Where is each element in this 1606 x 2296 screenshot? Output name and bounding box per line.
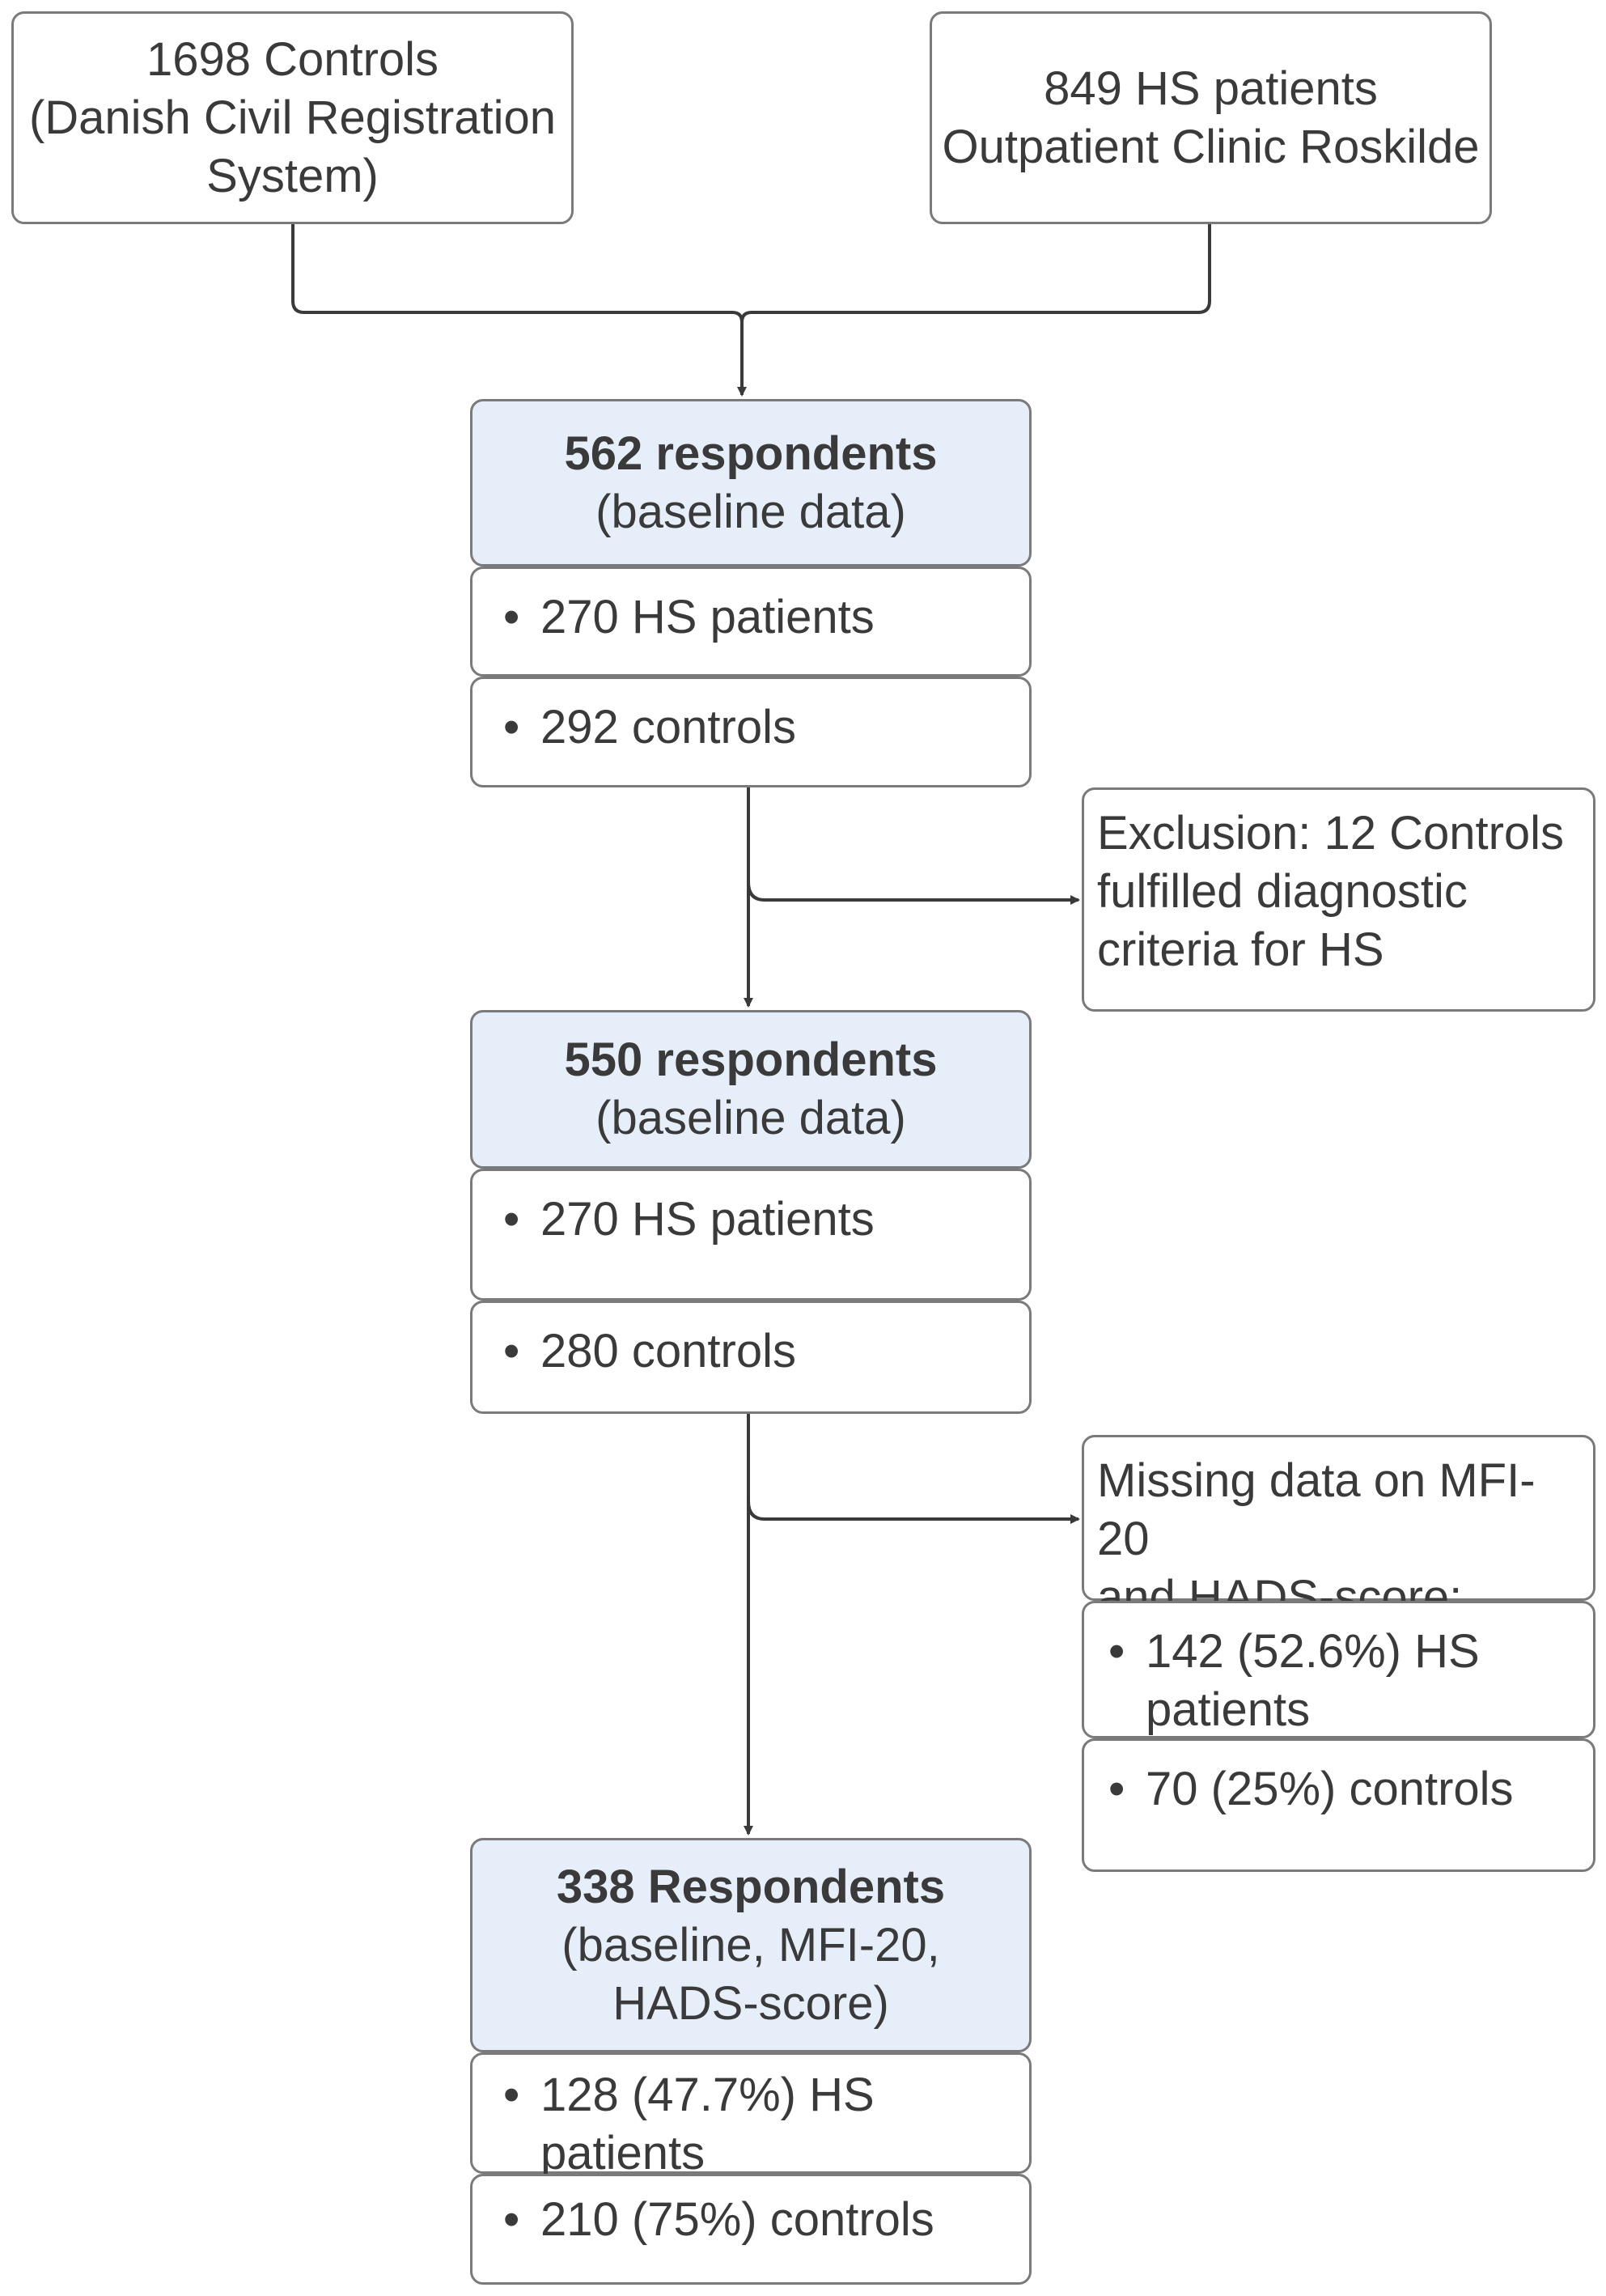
stage2-item-controls: • 280 controls <box>470 1301 1032 1414</box>
bullet-icon: • <box>503 1325 520 1377</box>
stage3-item-hs: • 128 (47.7%) HS patients <box>470 2052 1032 2179</box>
missing-item-hs: • 142 (52.6%) HS patients <box>1082 1601 1595 1738</box>
stage2-header: 550 respondents (baseline data) <box>470 1010 1032 1169</box>
source-controls-box: 1698 Controls (Danish Civil Registration… <box>11 11 574 224</box>
missing-item-hs-line-2: patients <box>1146 1683 1311 1736</box>
stage1-item-hs: • 270 HS patients <box>470 567 1032 677</box>
source-patients-line-2: Outpatient Clinic Roskilde <box>942 120 1480 173</box>
source-patients-line-1: 849 HS patients <box>1044 62 1378 115</box>
stage1-item-controls-label: 292 controls <box>540 701 796 753</box>
source-patients-box: 849 HS patients Outpatient Clinic Roskil… <box>930 11 1492 224</box>
stage2-subtitle: (baseline data) <box>595 1092 906 1144</box>
connector-controls <box>291 224 744 323</box>
stage3-title: 338 Respondents <box>556 1860 946 1913</box>
bullet-icon: • <box>503 701 520 753</box>
stage2-item-hs-label: 270 HS patients <box>540 1193 875 1246</box>
stage2-item-hs: • 270 HS patients <box>470 1169 1032 1301</box>
bullet-icon: • <box>503 2069 520 2121</box>
bullet-icon: • <box>503 2193 520 2246</box>
missing-item-hs-label: 142 (52.6%) HS patients <box>1146 1623 1480 1739</box>
stage3-subtitle-line-1: (baseline, MFI-20, <box>561 1918 940 1971</box>
stage3-item-hs-line-2: patients <box>540 2127 706 2179</box>
stage3-item-controls: • 210 (75%) controls <box>470 2174 1032 2285</box>
bullet-icon: • <box>503 591 520 643</box>
missing-item-controls: • 70 (25%) controls <box>1082 1738 1595 1872</box>
source-controls-line-1: 1698 Controls <box>146 32 439 86</box>
exclusion-line-1: Exclusion: 12 Controls <box>1097 807 1565 859</box>
exclusion-line-3: criteria for HS <box>1097 923 1384 976</box>
stage1-header: 562 respondents (baseline data) <box>470 399 1032 567</box>
stage1-title: 562 respondents <box>564 427 938 480</box>
missing-data-box: Missing data on MFI-20 and HADS-score: <box>1082 1435 1595 1623</box>
stage3-subtitle-line-2: HADS-score) <box>612 1976 889 2030</box>
arrow-to-exclusion <box>747 881 1080 905</box>
bullet-icon: • <box>1108 1763 1125 1815</box>
stage2-title: 550 respondents <box>564 1033 938 1086</box>
connector-patients <box>740 224 1211 323</box>
bullet-icon: • <box>1108 1625 1125 1678</box>
missing-item-hs-line-1: 142 (52.6%) HS <box>1146 1625 1480 1678</box>
stage1-item-hs-label: 270 HS patients <box>540 591 875 643</box>
stage3-header: 338 Respondents (baseline, MFI-20, HADS-… <box>470 1838 1032 2052</box>
missing-item-controls-label: 70 (25%) controls <box>1146 1763 1514 1815</box>
stage3-item-controls-label: 210 (75%) controls <box>540 2193 934 2246</box>
stage3-item-hs-line-1: 128 (47.7%) HS <box>540 2069 875 2121</box>
stage3-item-hs-label: 128 (47.7%) HS patients <box>540 2066 875 2183</box>
missing-line-1: Missing data on MFI-20 <box>1097 1454 1536 1565</box>
exclusion-box: Exclusion: 12 Controls fulfilled diagnos… <box>1082 787 1595 1012</box>
exclusion-line-2: fulfilled diagnostic <box>1097 865 1468 918</box>
stage1-subtitle: (baseline data) <box>595 485 906 538</box>
source-controls-line-3: System) <box>206 149 379 202</box>
stage2-item-controls-label: 280 controls <box>540 1325 796 1377</box>
bullet-icon: • <box>503 1193 520 1246</box>
stage1-item-controls: • 292 controls <box>470 677 1032 787</box>
arrow-to-missing <box>747 1500 1080 1524</box>
source-controls-line-2: (Danish Civil Registration <box>28 91 557 144</box>
